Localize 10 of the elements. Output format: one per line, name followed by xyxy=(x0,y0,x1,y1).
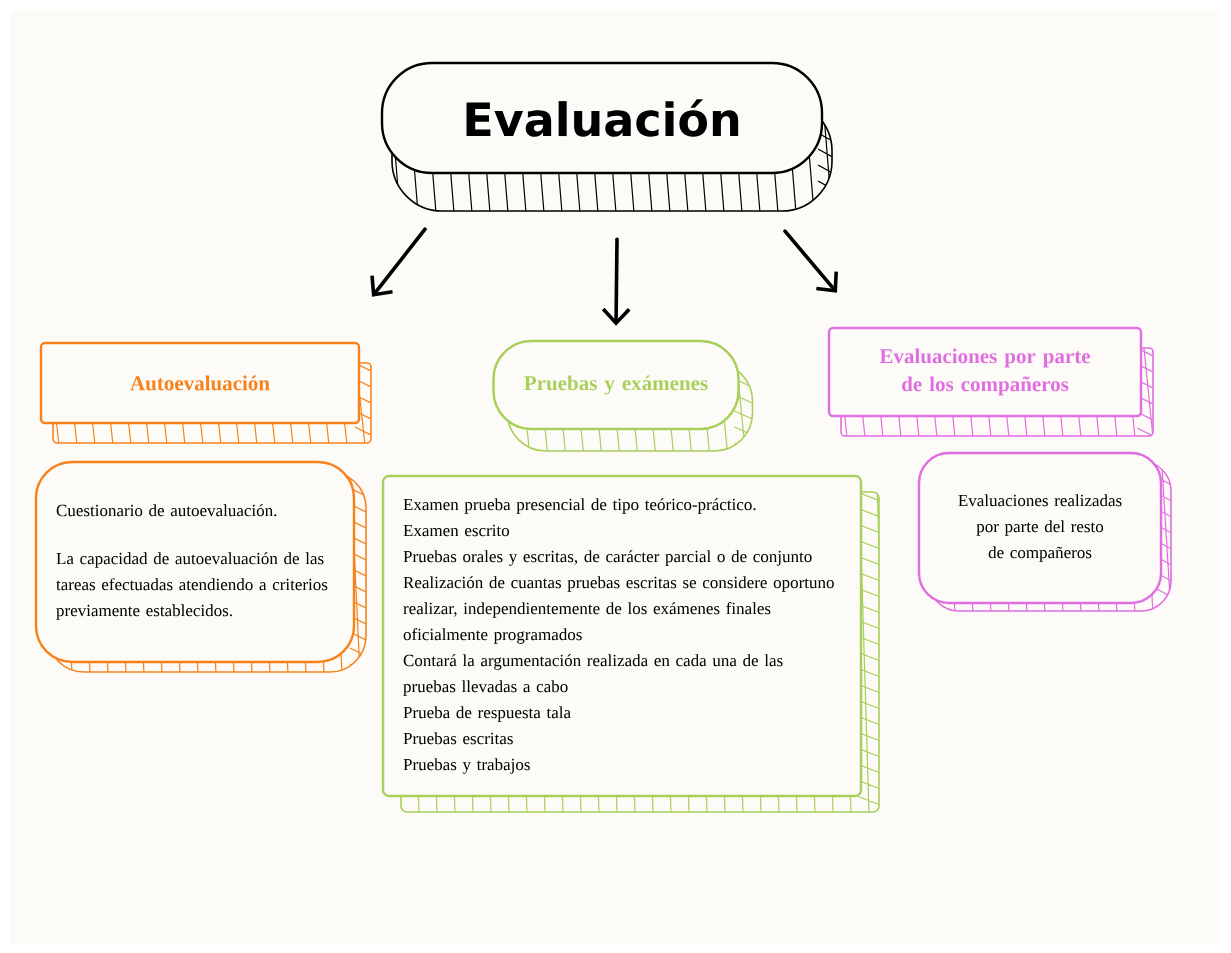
arrow xyxy=(601,237,631,326)
title-bubble: Evaluación xyxy=(380,61,833,212)
heading-box: Autoevaluación xyxy=(39,341,372,444)
text-card: Evaluaciones realizadas por parte del resto de compañeros xyxy=(917,451,1172,612)
text-card: Cuestionario de autoevaluación. La capacidad de autoevaluación de las tareas efectuadas atendiendo a criterios previamente establecidos. xyxy=(34,460,367,673)
arrow xyxy=(783,229,838,293)
arrow xyxy=(370,227,427,297)
text-card: Examen prueba presencial de tipo teórico-práctico. Examen escrito Pruebas orales y escritas, de carácter parcial o de conjunto Realización de cuantas pruebas escritas se considere oportuno realizar, independientemente de los exámenes finales oficialmente programados Contará la argumentación realizada en cada una de las pruebas llevadas a cabo Prueba de respuesta tala Pruebas escritas Pruebas y trabajos xyxy=(381,474,880,813)
heading-box: Evaluaciones por parte de los compañeros xyxy=(827,326,1154,437)
heading-bubble: Pruebas y exámenes xyxy=(492,339,754,452)
